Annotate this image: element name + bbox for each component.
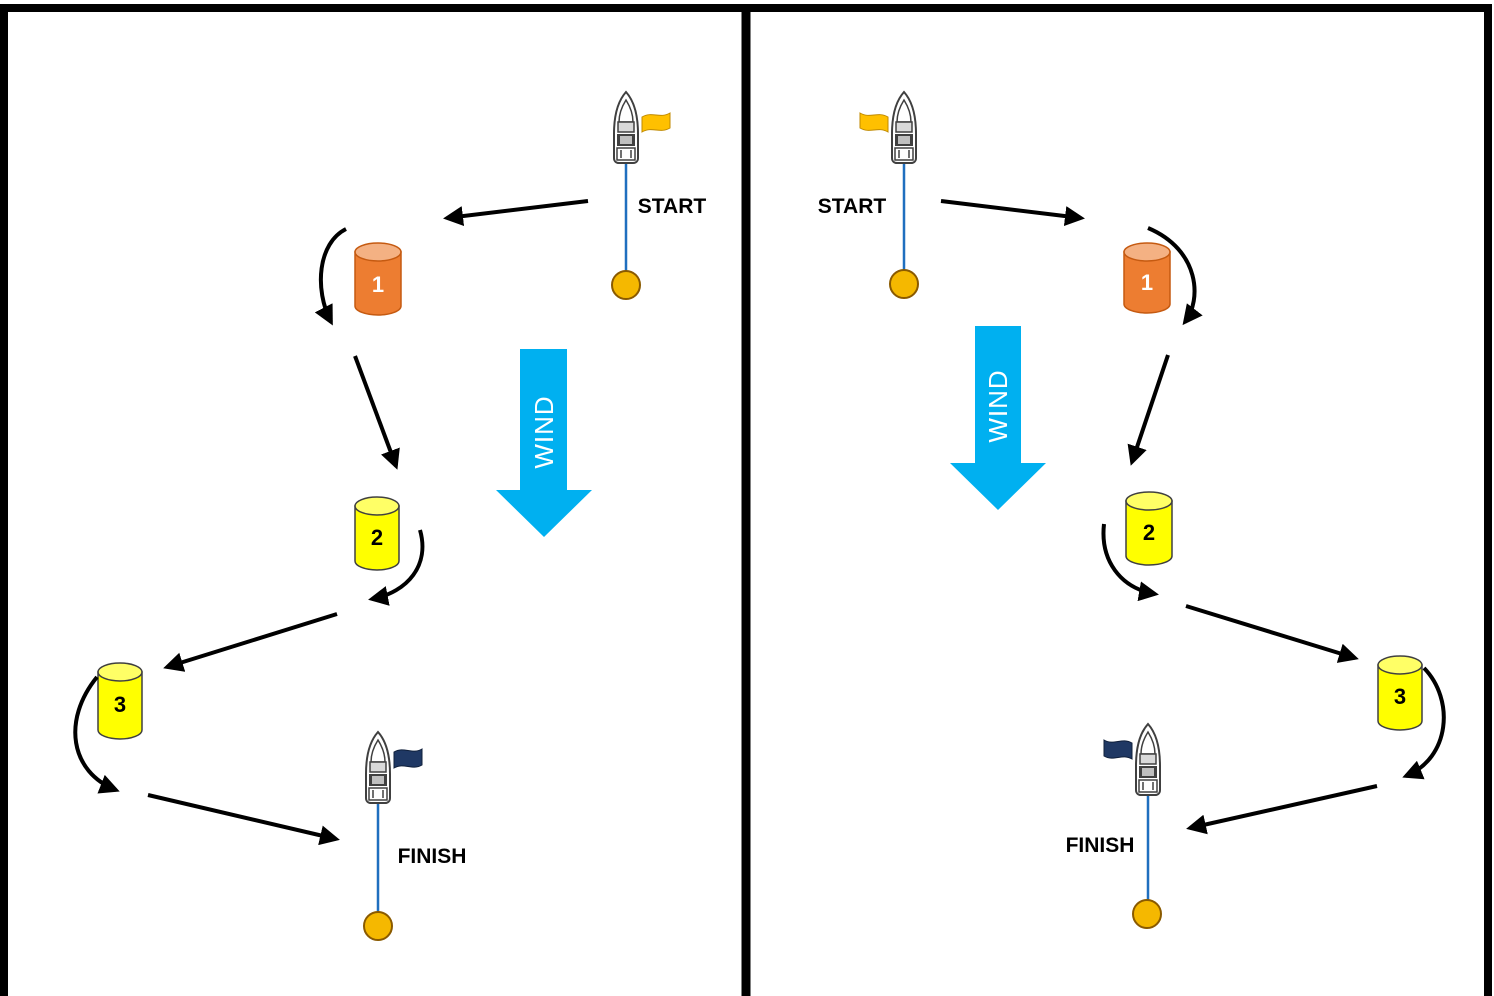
course-arrow xyxy=(163,612,338,672)
start-line: START xyxy=(611,91,707,300)
wind-arrow: WIND xyxy=(496,349,592,537)
mark-1-number: 1 xyxy=(372,272,384,297)
course-arrow xyxy=(443,199,589,227)
mark-3-number: 3 xyxy=(1394,684,1406,709)
mark-1-number: 1 xyxy=(1141,270,1153,295)
course-path xyxy=(73,199,589,846)
rounding-arrow xyxy=(1402,666,1446,780)
wind-label: WIND xyxy=(529,395,559,468)
mark-2-buoy: 2 xyxy=(354,496,400,571)
start-line: START xyxy=(818,91,919,299)
finish-flag-icon xyxy=(1103,739,1133,760)
course-arrow xyxy=(940,199,1085,226)
mark-2-number: 2 xyxy=(371,525,383,550)
finish-pin-buoy xyxy=(1132,899,1162,929)
course-arrow xyxy=(1185,604,1359,663)
start-flag-icon xyxy=(859,112,889,133)
mark-3-number: 3 xyxy=(114,692,126,717)
start-committee-boat-icon xyxy=(613,91,639,164)
finish-line: FINISH xyxy=(1066,723,1162,929)
finish-pin-buoy xyxy=(363,911,393,941)
rounding-arrow xyxy=(1101,523,1159,602)
rounding-arrow xyxy=(368,529,425,606)
course-arrow xyxy=(1127,354,1170,466)
mark-1-buoy: 1 xyxy=(354,242,402,316)
start-pin-buoy xyxy=(889,269,919,299)
finish-flag-icon xyxy=(393,748,423,769)
course-path xyxy=(940,199,1446,835)
finish-label: FINISH xyxy=(1066,834,1135,857)
right-panel: START WIND 1 2 3 xyxy=(818,91,1446,929)
start-label: START xyxy=(638,195,707,218)
start-flag-icon xyxy=(641,112,671,133)
wind-label: WIND xyxy=(983,369,1013,442)
rounding-arrow xyxy=(1147,226,1203,326)
finish-label: FINISH xyxy=(398,845,467,868)
finish-line: FINISH xyxy=(363,731,467,941)
start-pin-buoy xyxy=(611,270,641,300)
mark-2-buoy: 2 xyxy=(1125,491,1173,566)
mark-3-buoy: 3 xyxy=(1377,655,1423,731)
finish-committee-boat-icon xyxy=(365,731,391,804)
diagram-frame xyxy=(0,4,1492,996)
wind-arrow: WIND xyxy=(950,326,1046,510)
rounding-arrow xyxy=(314,227,348,326)
course-arrow xyxy=(1186,784,1378,835)
mark-2-number: 2 xyxy=(1143,520,1155,545)
left-panel: START WIND 1 2 3 xyxy=(73,91,707,941)
course-arrow xyxy=(353,355,400,470)
start-label: START xyxy=(818,195,887,218)
mark-1-buoy: 1 xyxy=(1123,242,1171,314)
finish-committee-boat-icon xyxy=(1135,723,1161,796)
course-arrow xyxy=(147,793,340,846)
rounding-arrow xyxy=(73,675,120,794)
start-committee-boat-icon xyxy=(891,91,917,164)
mark-3-buoy: 3 xyxy=(97,662,143,740)
